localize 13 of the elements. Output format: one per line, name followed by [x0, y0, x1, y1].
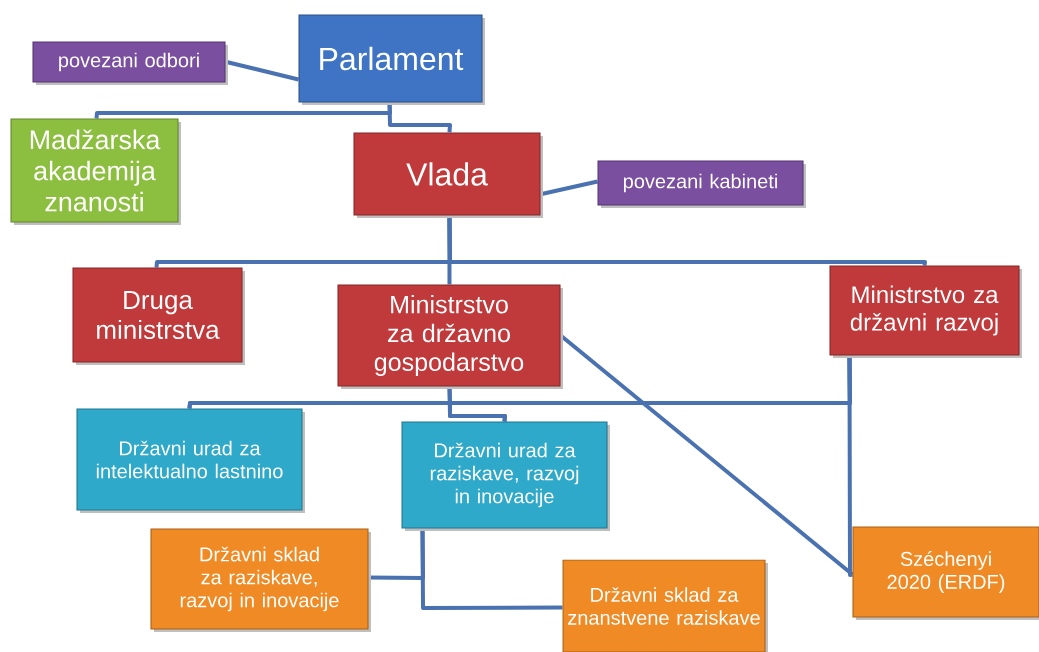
org-box: Ministrstvo za državni razvoj [829, 265, 1020, 356]
org-box: Državni urad za raziskave, razvoj in inovacije [401, 421, 608, 529]
org-box: Madžarska akademija znanosti [10, 118, 179, 223]
org-box: Državni urad za intelektualno lastnino [76, 408, 303, 511]
org-box: Državni sklad za raziskave, razvoj in inovacije [150, 528, 369, 630]
org-box: Széchenyi 2020 (ERDF) [852, 526, 1039, 618]
org-box: Parlament [298, 14, 483, 103]
org-box: Državni sklad za znanstvene raziskave [562, 559, 766, 652]
org-box: Vlada [353, 132, 541, 216]
org-box: Ministrstvo za državno gospodarstvo [337, 284, 561, 387]
org-box: povezani kabineti [597, 160, 804, 206]
org-box: povezani odbori [32, 41, 226, 83]
org-box: Druga ministrstva [72, 267, 243, 363]
